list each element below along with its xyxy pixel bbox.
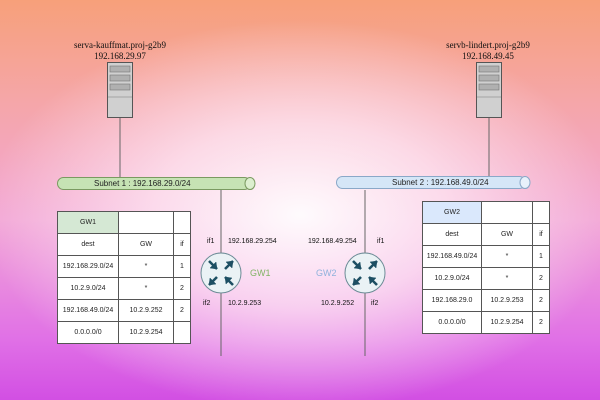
gw1-routing-table: GW1 dest GW if 192.168.29.0/24 * 1 10.2.… bbox=[57, 211, 191, 344]
table-row: 10.2.9.0/24 * 2 bbox=[422, 267, 550, 290]
header-dest: dest bbox=[422, 223, 482, 246]
gw2-name: GW2 bbox=[316, 268, 337, 278]
table-row: 10.2.9.0/24 * 2 bbox=[57, 277, 191, 300]
server-b-hostname: servb-lindert.proj-g2b9 bbox=[446, 40, 530, 50]
server-tower-icon[interactable] bbox=[476, 62, 502, 118]
table-row: 192.168.49.0/24 10.2.9.252 2 bbox=[57, 299, 191, 322]
table-row: 0.0.0.0/0 10.2.9.254 2 bbox=[422, 311, 550, 334]
gw1-name: GW1 bbox=[250, 268, 271, 278]
table-header-row: dest GW if bbox=[422, 223, 550, 246]
subnet-1-pipe[interactable] bbox=[57, 177, 257, 191]
server-tower-icon[interactable] bbox=[107, 62, 133, 118]
subnet-1-label: Subnet 1 : 192.168.29.0/24 bbox=[94, 179, 191, 188]
header-gw: GW bbox=[118, 233, 174, 256]
gw2-if1-ip: 192.168.49.254 bbox=[308, 238, 357, 245]
gw1-if1-label: if1 bbox=[207, 238, 215, 245]
server-b-ip: 192.168.49.45 bbox=[462, 51, 514, 61]
gw1-if2-label: if2 bbox=[203, 300, 211, 307]
server-b-label: servb-lindert.proj-g2b9 192.168.49.45 bbox=[408, 40, 568, 62]
server-a-ip: 192.168.29.97 bbox=[94, 51, 146, 61]
table-row: 192.168.49.0/24 * 1 bbox=[422, 245, 550, 268]
table-title-row: GW1 bbox=[57, 211, 191, 234]
table-title: GW2 bbox=[422, 201, 482, 224]
gw2-if2-ip: 10.2.9.252 bbox=[321, 300, 355, 307]
header-gw: GW bbox=[481, 223, 533, 246]
table-row: 192.168.29.0/24 * 1 bbox=[57, 255, 191, 278]
header-if: if bbox=[532, 223, 550, 246]
subnet-2-pipe[interactable] bbox=[336, 176, 532, 190]
header-if: if bbox=[173, 233, 191, 256]
table-row: 0.0.0.0/0 10.2.9.254 bbox=[57, 321, 191, 344]
router-icon[interactable] bbox=[200, 252, 242, 294]
gw1-if2-ip: 10.2.9.253 bbox=[228, 300, 262, 307]
subnet-2-label: Subnet 2 : 192.168.49.0/24 bbox=[392, 178, 489, 187]
gw2-if1-label: if1 bbox=[377, 238, 385, 245]
header-dest: dest bbox=[57, 233, 119, 256]
table-title-row: GW2 bbox=[422, 201, 550, 224]
server-a-hostname: serva-kauffmat.proj-g2b9 bbox=[73, 40, 167, 50]
gw2-routing-table: GW2 dest GW if 192.168.49.0/24 * 1 10.2.… bbox=[422, 201, 550, 334]
table-row: 192.168.29.0 10.2.9.253 2 bbox=[422, 289, 550, 312]
server-a-label: serva-kauffmat.proj-g2b9 192.168.29.97 bbox=[40, 40, 200, 62]
table-title: GW1 bbox=[57, 211, 119, 234]
gw1-if1-ip: 192.168.29.254 bbox=[228, 238, 277, 245]
router-icon[interactable] bbox=[344, 252, 386, 294]
table-header-row: dest GW if bbox=[57, 233, 191, 256]
gw2-if2-label: if2 bbox=[371, 300, 379, 307]
